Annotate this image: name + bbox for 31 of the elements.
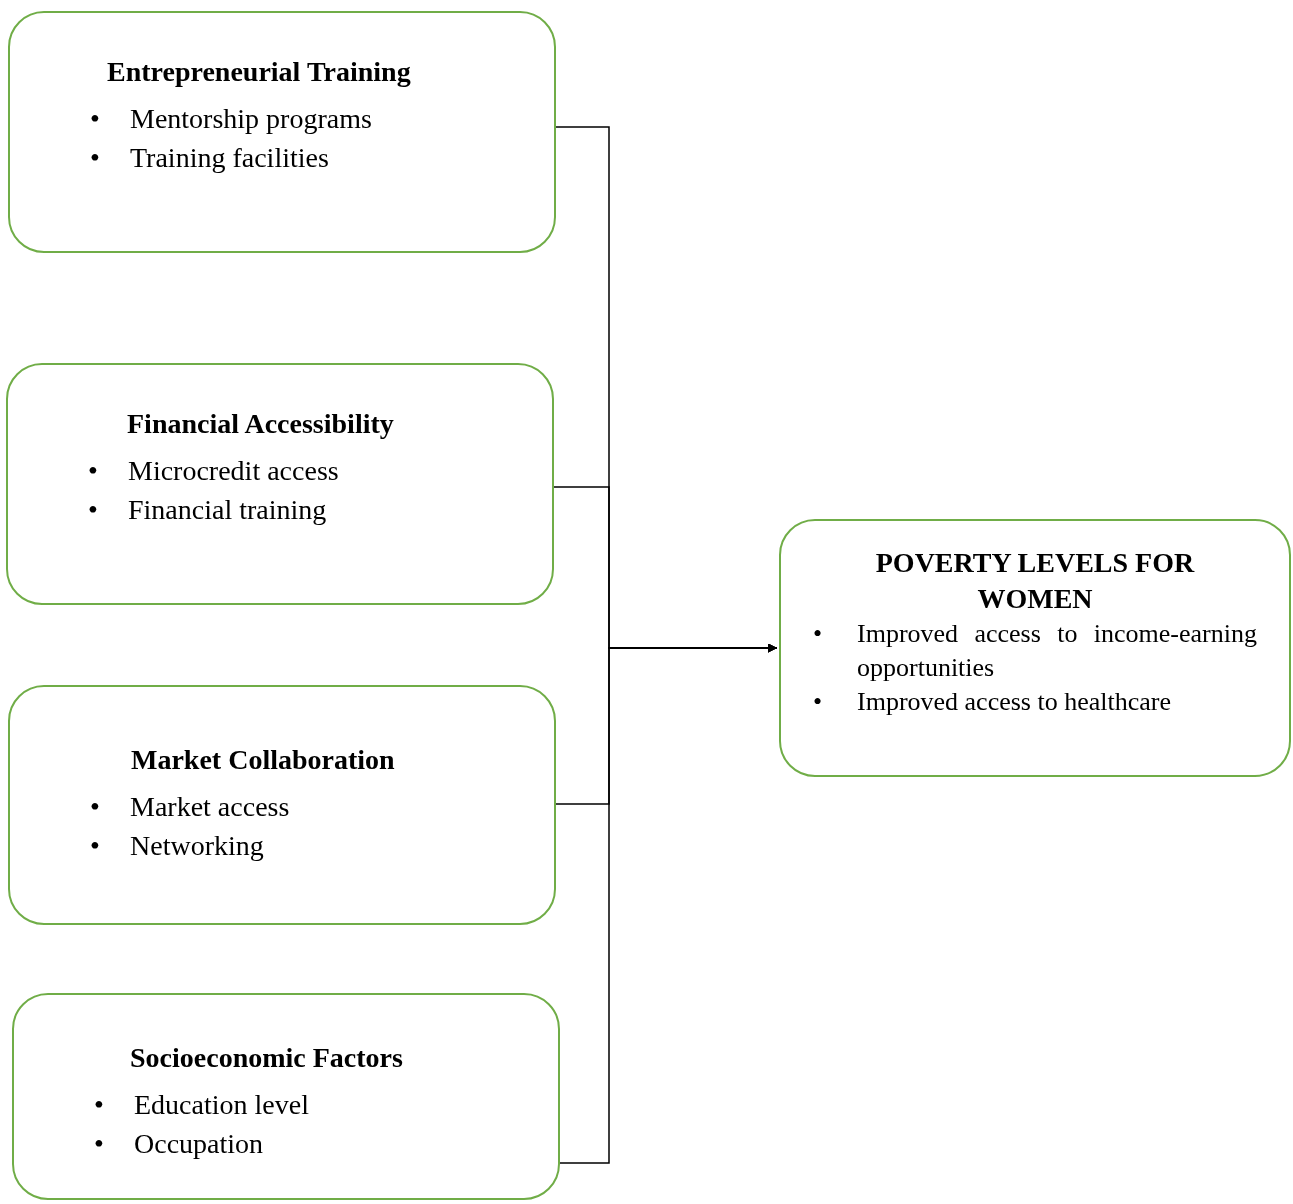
box-heading: POVERTY LEVELS FOR WOMEN	[874, 546, 1196, 616]
bullet-item: Market access	[130, 790, 291, 824]
concept-box	[6, 363, 554, 605]
concept-box	[12, 993, 560, 1200]
bullet-item: Improved access to healthcare	[857, 686, 1172, 718]
bullet-mark: •	[90, 790, 101, 824]
connector-arrow	[559, 643, 778, 1164]
bullet-item: Microcredit access	[128, 454, 340, 488]
bullet-mark: •	[813, 686, 824, 718]
bullet-item: Financial training	[128, 493, 328, 527]
box-heading: Financial Accessibility	[126, 407, 395, 441]
bullet-item: Networking	[130, 829, 265, 863]
bullet-item: Mentorship programs	[130, 102, 373, 136]
bullet-item: Occupation	[134, 1127, 265, 1161]
bullet-item: Education level	[134, 1088, 310, 1122]
bullet-item: Training facilities	[130, 141, 330, 175]
concept-box	[8, 11, 556, 253]
bullet-mark: •	[88, 454, 99, 488]
bullet-mark: •	[813, 618, 824, 650]
bullet-mark: •	[90, 141, 101, 175]
bullet-mark: •	[90, 829, 101, 863]
box-heading: Market Collaboration	[130, 743, 396, 777]
bullet-mark: •	[94, 1088, 105, 1122]
box-heading: Entrepreneurial Training	[106, 55, 412, 89]
concept-box	[8, 685, 556, 925]
bullet-item: Improved access to income-earning opportunities	[857, 618, 1257, 684]
concept-box	[779, 519, 1291, 777]
bullet-mark: •	[88, 493, 99, 527]
bullet-mark: •	[90, 102, 101, 136]
bullet-mark: •	[94, 1127, 105, 1161]
box-heading: Socioeconomic Factors	[129, 1041, 404, 1075]
